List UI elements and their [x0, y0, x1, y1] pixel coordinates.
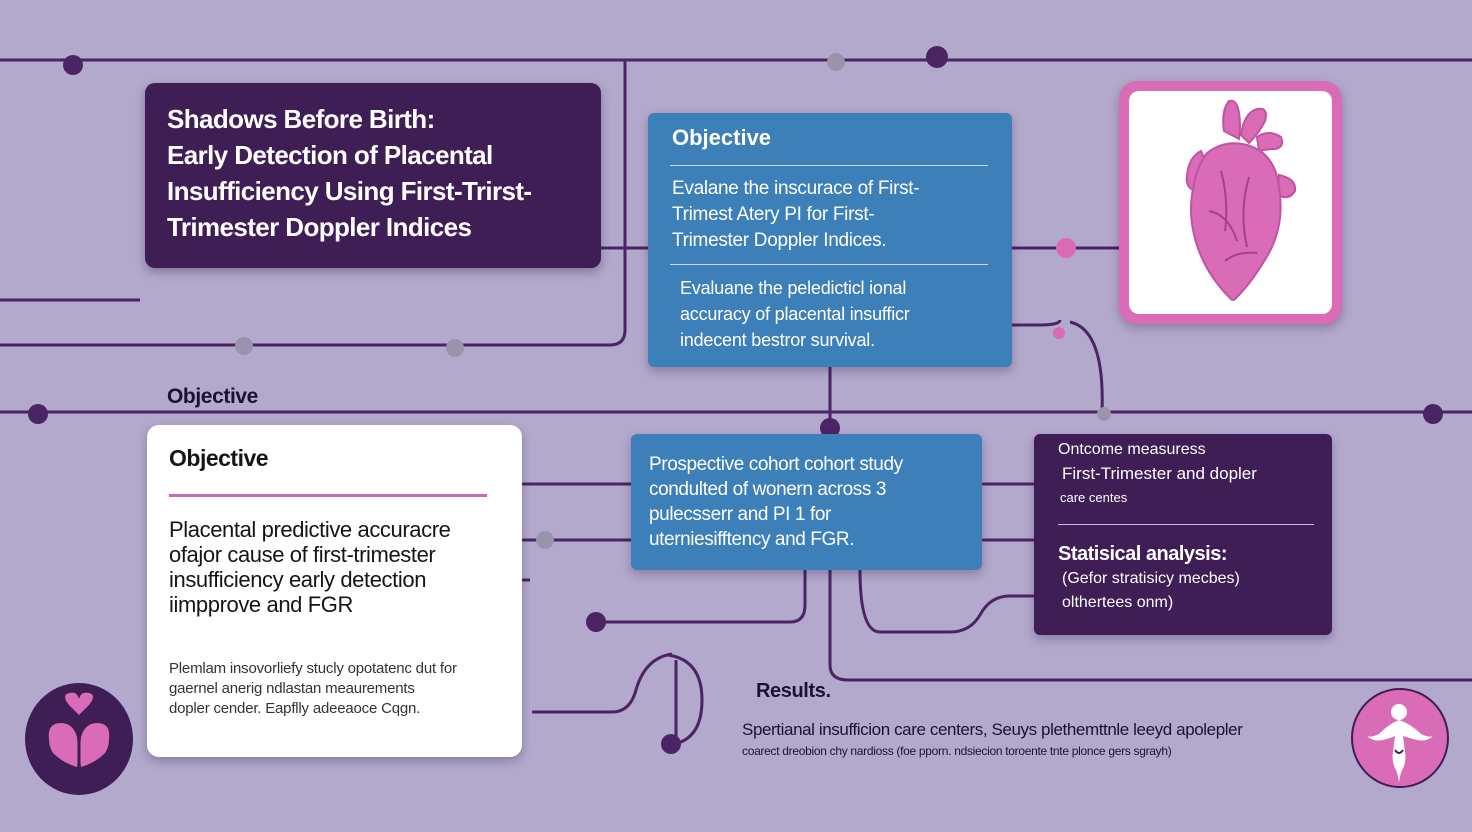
outcome-line-2: First-Trimester and dopler [1062, 464, 1257, 483]
outcome-card: Ontcome measuress First-Trimester and do… [1034, 434, 1332, 635]
methods-text-1: Prospective cohort cohort study [649, 454, 903, 475]
objective-blue-text-1: Evalane the inscurace of First- [672, 178, 920, 199]
pink-divider [169, 494, 487, 497]
heart-card-inner [1129, 91, 1332, 314]
objective-white-small-1: Plemlam insovorliefy stucly opotatenc du… [169, 660, 457, 677]
objective-blue-text-5: accuracy of placental insufficr [680, 304, 910, 324]
objective-white-heading: Objective [169, 445, 269, 471]
title-card: Shadows Before Birth: Early Detection of… [145, 83, 601, 268]
methods-text-3: pulecsserr and PI 1 for [649, 504, 831, 525]
anatomical-heart-icon [1185, 99, 1297, 301]
objective-white-text-4: iimpprove and FGR [169, 592, 353, 617]
methods-card: Prospective cohort cohort study condulte… [631, 434, 982, 570]
left-badge [25, 683, 133, 795]
objective-blue-text-4: Evaluane the peledicticl ional [680, 278, 907, 298]
objective-blue-text-2: Trimest Atery PI for First- [672, 204, 875, 225]
objective-blue-heading: Objective [672, 125, 772, 150]
objective-white-small-2: gaernel anerig ndlastan meaurements [169, 680, 415, 697]
heart-uterus-icon [48, 692, 110, 779]
divider [670, 264, 988, 265]
title-line-2: Early Detection of Placental [167, 140, 493, 170]
objective-white-text-1: Placental predictive accuracre [169, 517, 451, 542]
stats-line-2: olthertees onm) [1062, 594, 1174, 611]
floating-objective-label: Objective [167, 385, 258, 408]
title-line-1: Shadows Before Birth: [167, 104, 435, 134]
objective-blue-text-3: Trimester Doppler Indices. [672, 230, 887, 251]
objective-white-card: Objective Placental predictive accuracre… [147, 425, 522, 757]
objective-white-text-3: insufficiency early detection [169, 567, 427, 592]
fetus-icon [1367, 704, 1433, 782]
objective-white-small-3: dopler cender. Eapflly adeeaoce Cqgn. [169, 700, 421, 717]
results-text-1: Spertianal insufficion care centers, Seu… [742, 720, 1243, 739]
objective-white-text-2: ofajor cause of first-trimester [169, 542, 436, 567]
objective-blue-card: Objective Evalane the inscurace of First… [648, 113, 1012, 367]
stats-heading: Statisical analysis: [1058, 543, 1227, 565]
results-label: Results. [756, 680, 831, 702]
results-text-2: coarect dreobion chy nardioss (foe pporn… [742, 744, 1172, 758]
heart-card [1119, 81, 1342, 324]
right-badge [1351, 688, 1449, 788]
outcome-line-3: care centes [1060, 490, 1128, 505]
divider [670, 165, 988, 166]
objective-blue-text-6: indecent bestror survival. [680, 330, 875, 350]
outcome-line-1: Ontcome measuress [1058, 441, 1206, 458]
methods-text-4: uterniesifftency and FGR. [649, 529, 855, 550]
title-line-3: Insufficiency Using First-Trirst- [167, 176, 532, 206]
title-line-4: Trimester Doppler Indices [167, 212, 472, 242]
methods-text-2: condulted of wonern across 3 [649, 479, 887, 500]
stats-line-1: (Gefor stratisicy mecbes) [1062, 570, 1240, 587]
divider [1058, 524, 1314, 525]
